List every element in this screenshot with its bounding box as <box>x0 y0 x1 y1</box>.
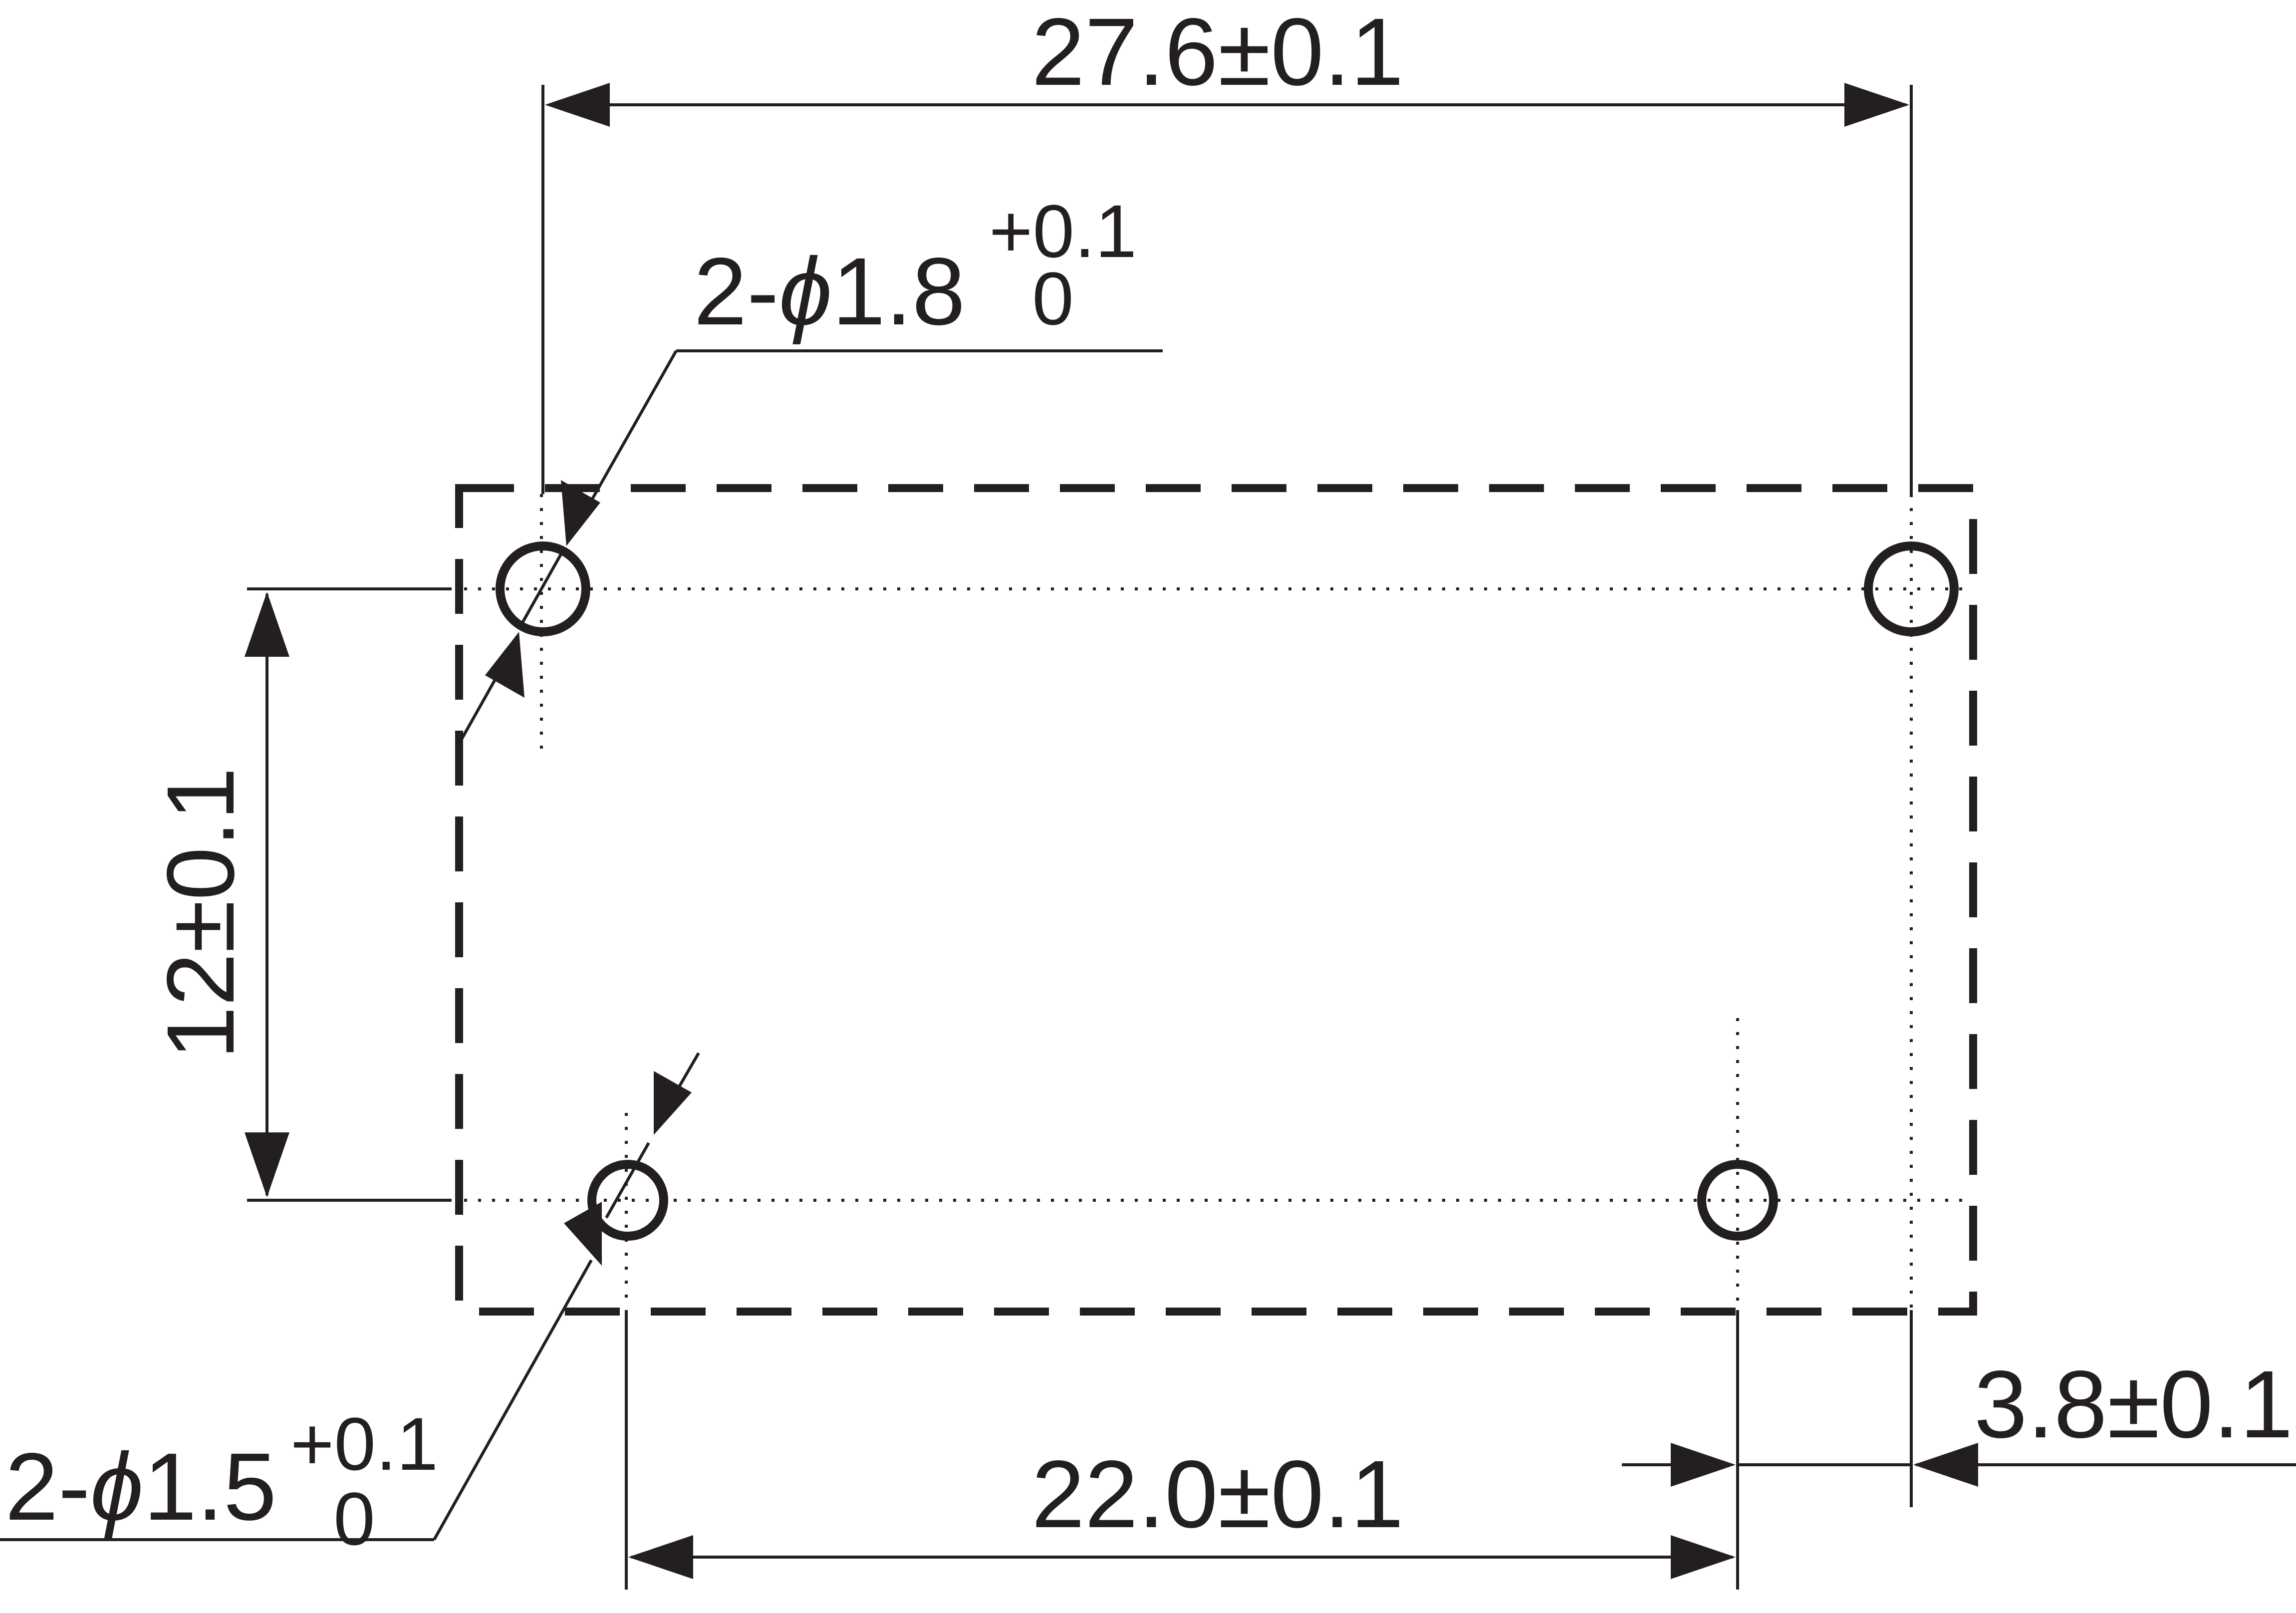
small-hole-qty: 2- <box>5 1433 90 1540</box>
arrowhead-bottom-right <box>1671 1535 1736 1579</box>
hole-top-left <box>496 541 590 636</box>
leader-large-hole-tail <box>458 663 506 745</box>
arrowhead-large-hole-top <box>561 480 600 546</box>
small-hole-tol-lower: 0 <box>333 1477 375 1561</box>
large-hole-tol-upper: +0.1 <box>989 189 1137 273</box>
hole-bottom-right <box>1697 1160 1778 1241</box>
small-hole-tol-upper: +0.1 <box>290 1402 438 1486</box>
dim-label-width-bottom: 22.0±0.1 <box>1031 1440 1404 1548</box>
arrowhead-left-top <box>245 592 289 657</box>
dim-label-width-top: 27.6±0.1 <box>1031 0 1404 105</box>
arrowhead-top-left <box>545 83 610 127</box>
large-hole-callout: 2-ϕ1.8 <box>694 238 965 345</box>
arrowhead-small-hole-bottom <box>564 1202 602 1266</box>
component-outline <box>455 484 1977 1316</box>
large-hole-qty: 2- <box>694 238 779 345</box>
leader-large-hole-through <box>517 548 565 630</box>
hole-bottom-left <box>587 1160 668 1241</box>
diameter-symbol-large: ϕ <box>779 238 832 345</box>
small-hole-callout: 2-ϕ1.5 <box>5 1433 276 1540</box>
dim-label-height-left: 12±0.1 <box>147 767 254 1060</box>
arrowhead-left-bottom <box>245 1132 289 1197</box>
large-hole-tol-lower: 0 <box>1032 257 1073 340</box>
hole-top-right <box>1864 541 1959 636</box>
arrowhead-offset-left <box>1671 1443 1736 1487</box>
leader-small-hole-diagonal <box>433 1259 593 1541</box>
arrowhead-bottom-left <box>628 1535 693 1579</box>
arrowhead-small-hole-top <box>654 1071 692 1135</box>
diameter-symbol-small: ϕ <box>90 1433 144 1540</box>
large-hole-diameter: 1.8 <box>832 238 966 345</box>
leader-small-hole-through <box>605 1142 650 1219</box>
dim-label-offset-right: 3.8±0.1 <box>1974 1350 2293 1458</box>
small-hole-diameter: 1.5 <box>144 1433 277 1540</box>
arrowhead-top-right <box>1844 83 1909 127</box>
